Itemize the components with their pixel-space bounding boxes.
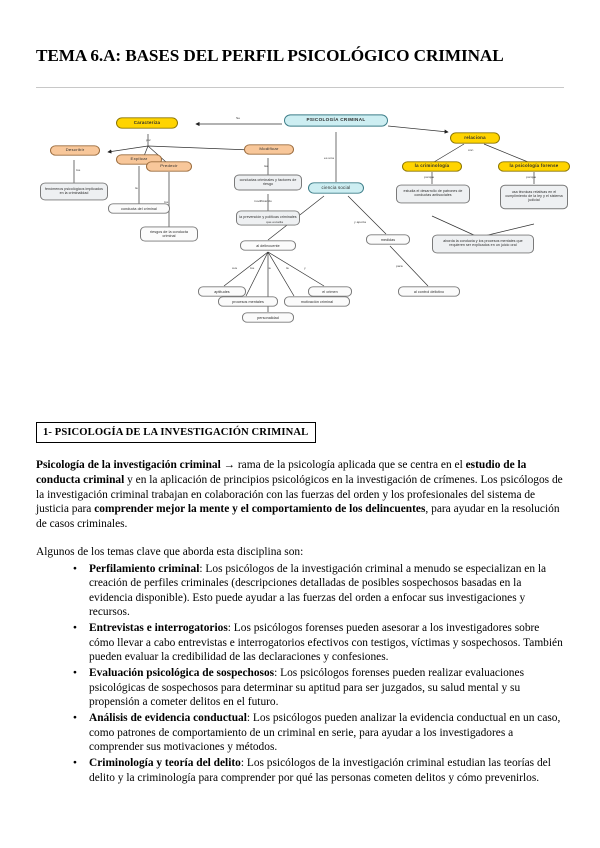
page-content: TEMA 6.A: BASES DEL PERFIL PSICOLÓGICO C…: [36, 0, 570, 786]
cmap-node-medidas: medidas: [366, 233, 410, 245]
cmap-node-caracteriza: Caracteriza: [116, 117, 178, 129]
list-item-text: : Los psicólogos pueden analizar la evid…: [89, 712, 561, 754]
section-heading: 1- PSICOLOGÍA DE LA INVESTIGACIÓN CRIMIN…: [36, 421, 317, 444]
cmap-node-usa-tecnicas: usa técnicas relativas en el cumplimient…: [500, 184, 568, 209]
cmap-node-control-delictivo: al control delictivo: [398, 285, 460, 297]
page-title: TEMA 6.A: BASES DEL PERFIL PSICOLÓGICO C…: [36, 46, 504, 65]
cmap-link-los2: los: [164, 199, 169, 204]
list-item: Evaluación psicológica de sospechosos: L…: [73, 666, 564, 710]
cmap-node-estudia-desarrollo: estudia el desarrollo de patrones de con…: [396, 184, 470, 204]
cmap-node-predecir: Predecir: [146, 160, 192, 172]
concept-map: PSICOLOGÍA CRIMINAL Caracteriza Describi…: [36, 100, 570, 400]
cmap-link-porque2: porque: [526, 174, 537, 179]
cmap-node-aborda: aborda la conducta y los procesos mental…: [432, 234, 534, 254]
cmap-link-es-una: es una: [324, 155, 334, 160]
list-item-text: : Los psicólogos de la investigación cri…: [89, 562, 547, 619]
list-item: Criminología y teoría del delito: Los ps…: [73, 756, 564, 785]
list-item-text: : Los psicólogos forenses pueden realiza…: [89, 667, 524, 709]
cmap-link-modificando: modificando: [254, 198, 272, 203]
cmap-node-procesos-mentales: procesos mentales: [218, 295, 278, 307]
cmap-node-fenomenos: fenómenos psicológicos implicados en la …: [40, 182, 108, 201]
cmap-node-personalidad: personalidad: [242, 311, 294, 323]
cmap-node-riesgos: riesgos de la conducta criminal: [140, 226, 198, 242]
cmap-node-aptitudes: aptitudes: [198, 285, 246, 297]
cmap-node-modificar: Modificar: [244, 143, 294, 155]
paragraph-text-2: y en la aplicación de principios psicoló…: [36, 473, 563, 516]
cmap-node-criminologia: la criminología: [402, 160, 462, 172]
cmap-link-y: y: [304, 265, 306, 270]
cmap-link-la2: la: [268, 265, 271, 270]
cmap-node-psicologia-forense: la psicología forense: [498, 160, 570, 172]
cmap-link-se: Se: [236, 115, 241, 120]
paragraph-text-1: rama de la psicología aplicada que se ce…: [237, 459, 466, 472]
cmap-node-prevencion: la prevención y políticas criminales: [236, 210, 300, 226]
title-divider: [36, 86, 564, 88]
cmap-node-motivacion: motivación criminal: [284, 295, 350, 307]
cmap-node-relaciona: relaciona: [450, 132, 500, 144]
cmap-link-los3: los: [250, 265, 255, 270]
list-item-term: Perfilamiento criminal: [89, 562, 200, 575]
list-item-term: Entrevistas e interrogatorios: [89, 622, 228, 635]
bullets-intro: Algunos de los temas clave que aborda es…: [36, 545, 304, 558]
list-item-text: : Los psicólogos forenses pueden asesora…: [89, 622, 563, 664]
cmap-node-conducta-criminal: conducta del criminal: [108, 202, 170, 214]
cmap-node-delincuente: al delincuente: [240, 239, 296, 251]
cmap-link-para: para: [396, 263, 403, 268]
list-item: Perfilamiento criminal: Los psicólogos d…: [73, 562, 564, 621]
list-item-term: Criminología y teoría del delito: [89, 757, 241, 770]
paragraph-bold-1: estudio de la conducta criminal: [36, 459, 527, 486]
paragraph-arrow: →: [220, 459, 238, 472]
list-item-term: Análisis de evidencia conductual: [89, 712, 247, 725]
cmap-link-por: por: [146, 137, 151, 142]
cmap-node-explicar: Explicar: [116, 153, 162, 165]
cmap-link-con: con: [468, 147, 474, 152]
cmap-link-la: la: [135, 185, 138, 190]
cmap-link-los: los: [76, 167, 81, 172]
list-item-text: : Los psicólogos de la investigación cri…: [89, 757, 551, 784]
cmap-link-sus: sus: [232, 265, 238, 270]
cmap-link-la3: la: [286, 265, 289, 270]
cmap-link-las: las: [264, 163, 269, 168]
list-item: Entrevistas e interrogatorios: Los psicó…: [73, 621, 564, 665]
paragraph-bold-lead: Psicología de la investigación criminal: [36, 459, 221, 472]
cmap-link-porque1: porque: [424, 174, 435, 179]
cmap-node-crimen: el crimen: [308, 285, 352, 297]
list-item-term: Evaluación psicológica de sospechosos: [89, 667, 275, 680]
cmap-link-y-aporta: y aporta: [354, 219, 366, 224]
list-item: Análisis de evidencia conductual: Los ps…: [73, 711, 564, 755]
paragraph-text-3: , para ayudar en la resolución de casos …: [36, 503, 560, 531]
section-paragraph: Psicología de la investigación criminal …: [36, 458, 564, 532]
cmap-node-ciencia-social: ciencia social: [308, 182, 364, 194]
cmap-node-conductas-factores: conductas criminales y factores de riesg…: [234, 174, 302, 191]
cmap-node-describir: Describir: [50, 144, 100, 156]
key-topics-list: Perfilamiento criminal: Los psicólogos d…: [36, 562, 564, 786]
cmap-node-root: PSICOLOGÍA CRIMINAL: [284, 114, 388, 127]
cmap-link-que-estudia: que estudia: [266, 219, 284, 224]
paragraph-bold-2: comprender mejor la mente y el comportam…: [94, 503, 426, 516]
